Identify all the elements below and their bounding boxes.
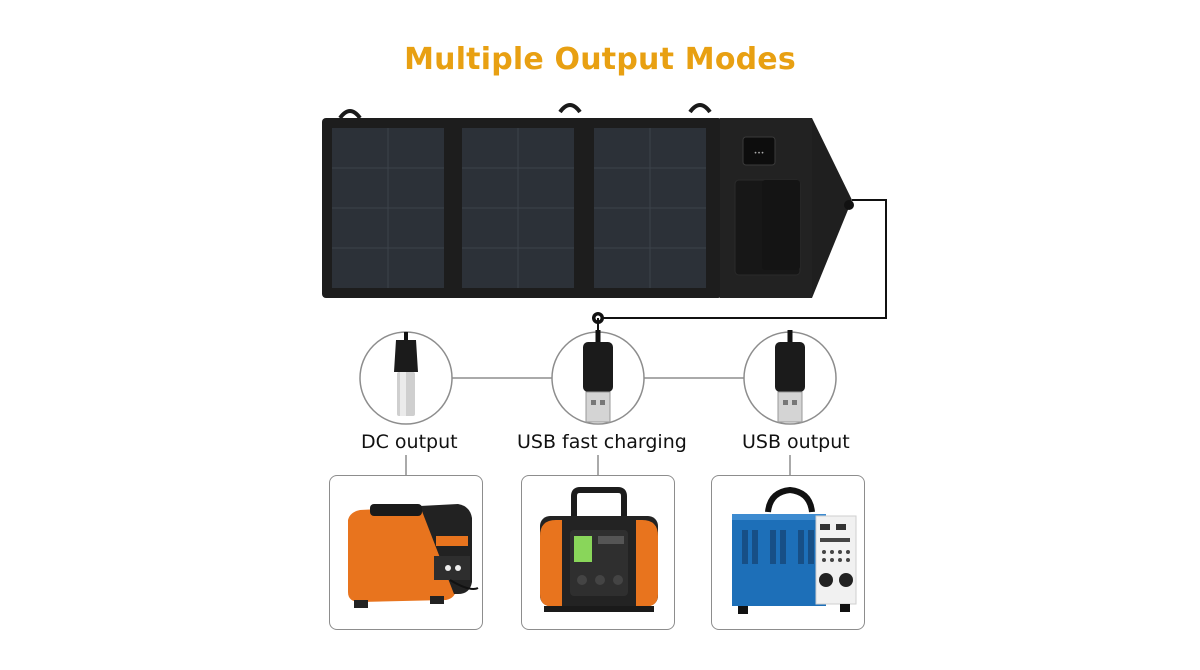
power-station-image <box>540 487 658 612</box>
blue-generator-image <box>732 486 857 614</box>
power-station-box <box>521 475 675 630</box>
orange-generator-image <box>348 504 479 608</box>
usb-output-label: USB output <box>742 431 850 453</box>
orange-generator-box <box>329 475 483 630</box>
solar-panel: ••• <box>322 118 854 298</box>
hanging-loops <box>338 103 712 120</box>
page-title: Multiple Output Modes <box>404 42 796 77</box>
svg-text:•••: ••• <box>754 150 765 157</box>
blue-generator-box <box>711 475 865 630</box>
cable-line <box>598 199 887 319</box>
dc-connector-circle <box>359 331 453 425</box>
usb-fast-connector-circle <box>551 330 645 425</box>
usb-fast-charging-label: USB fast charging <box>517 431 687 453</box>
dc-output-label: DC output <box>361 431 458 453</box>
usb-connector-circle <box>743 330 837 425</box>
